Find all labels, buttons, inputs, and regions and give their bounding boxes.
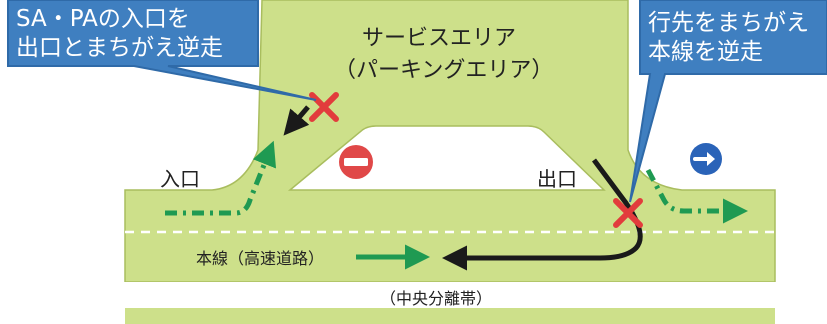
- wrong-way-entry-arrow: [283, 105, 310, 136]
- exit-label: 出口: [537, 167, 577, 191]
- callout-right-line2: 本線を逆走: [648, 39, 763, 65]
- island: [287, 125, 606, 191]
- entrance-label: 入口: [160, 167, 200, 191]
- callout-left-text: SA・PAの入口を 出口とまちがえ逆走: [16, 5, 223, 63]
- cross-mark-icon: [613, 198, 643, 228]
- correct-entry-arrow: [165, 140, 277, 216]
- right-arrow-sign-icon: [690, 143, 722, 175]
- median-strip: [120, 282, 780, 308]
- no-entry-icon: [339, 145, 373, 179]
- lower-carriageway: [125, 308, 775, 324]
- mainline-label: 本線（高速道路）: [196, 249, 325, 268]
- callout-right-bubble: [629, 0, 827, 203]
- parking-area-subtitle: （パーキングエリア）: [334, 58, 554, 83]
- correct-exit-arrow: [645, 168, 748, 224]
- callout-right-line1: 行先をまちがえ: [648, 10, 809, 36]
- callout-left-bubble: [7, 0, 317, 101]
- callout-right-text: 行先をまちがえ 本線を逆走: [648, 9, 809, 67]
- callout-left-line2: 出口とまちがえ逆走: [16, 35, 223, 61]
- callout-left-line1: SA・PAの入口を: [16, 6, 190, 32]
- median-label: （中央分離帯）: [380, 289, 493, 308]
- service-area-title: サービスエリア: [362, 26, 517, 51]
